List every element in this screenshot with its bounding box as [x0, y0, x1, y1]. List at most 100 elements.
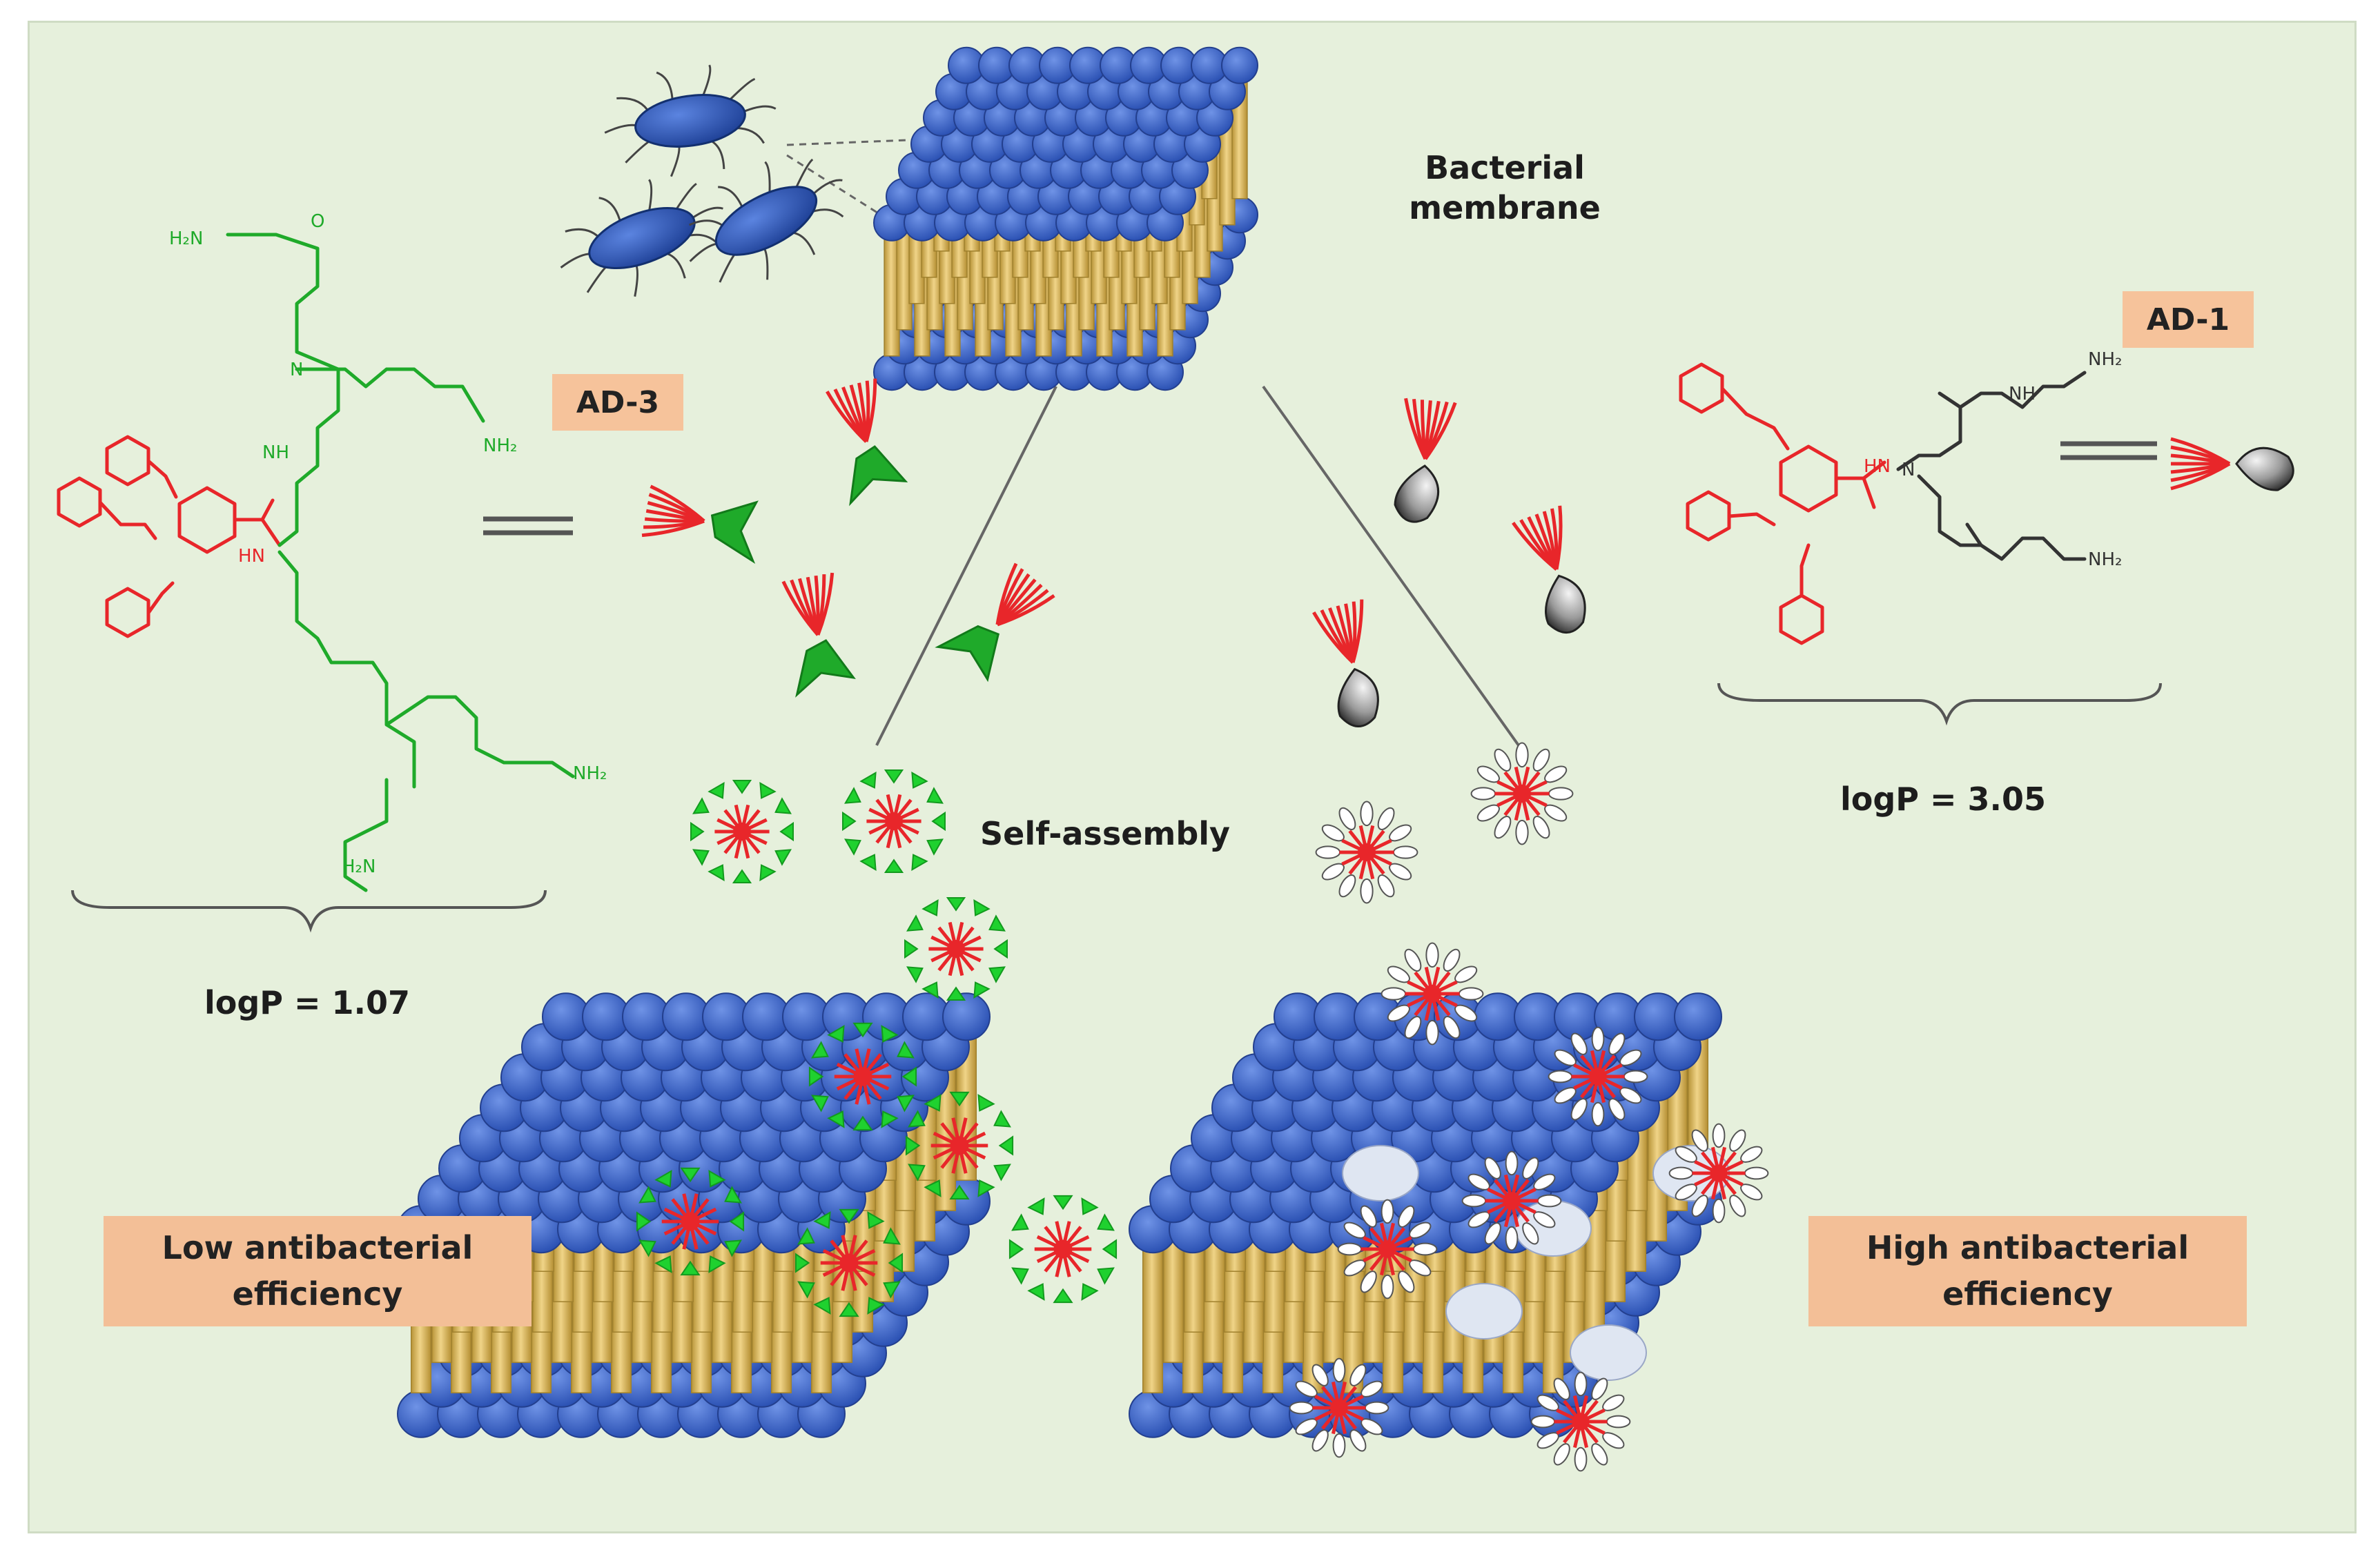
ad1-micelle: [1337, 1199, 1438, 1299]
micelle-headgroup: [1454, 965, 1478, 983]
ad3-atom-n: N: [290, 360, 304, 380]
micelle-headgroup: [1532, 816, 1550, 839]
micelle-headgroup: [690, 821, 705, 842]
micelle-headgroup: [1570, 1032, 1588, 1055]
micelle-headgroup: [926, 787, 944, 804]
hydrophobic-tail: [1512, 522, 1558, 571]
micelle-headgroup: [884, 769, 904, 784]
hydrophobic-tail: [781, 580, 819, 636]
micelle-headgroup: [1606, 1415, 1631, 1429]
micelle-headgroup: [1337, 1242, 1363, 1256]
micelle-headgroup: [1533, 1173, 1556, 1190]
micelle-headgroup: [1081, 1283, 1099, 1301]
micelle-headgroup: [638, 1239, 656, 1257]
micelle-headgroup: [1102, 1239, 1118, 1259]
micelle-core: [839, 1253, 859, 1273]
micelle-headgroup: [827, 1025, 845, 1043]
hydrophobic-tail: [995, 562, 1018, 625]
ad3-micelle: [1008, 1195, 1118, 1304]
ad3-headgroup: [849, 445, 908, 507]
micelle-headgroup: [1392, 845, 1418, 859]
micelle-headgroup: [1360, 801, 1374, 827]
micelle-headgroup: [1570, 1098, 1588, 1121]
ad1-micelle: [1289, 1357, 1389, 1458]
membrane-pore: [1570, 1324, 1647, 1381]
micelle-headgroup: [1409, 1259, 1432, 1277]
ad1-monomer: [1512, 505, 1586, 634]
micelle-headgroup: [1343, 1222, 1366, 1239]
micelle-headgroup: [811, 1041, 829, 1059]
low-efficiency-line2: efficiency: [232, 1275, 403, 1313]
micelle-core: [950, 1136, 969, 1155]
flagellum: [764, 161, 771, 196]
ad3-micelle: [794, 1208, 904, 1317]
ad3-atom-o: O: [311, 211, 325, 232]
micelle-headgroup: [1548, 787, 1574, 801]
braces: [71, 683, 2162, 933]
micelle-headgroup: [1360, 1418, 1383, 1435]
micelle-headgroup: [1494, 748, 1512, 772]
micelle-headgroup: [808, 1066, 824, 1087]
micelle-headgroup: [1364, 1401, 1389, 1415]
micelle-headgroup: [1343, 1259, 1366, 1277]
micelle-headgroup: [883, 1281, 901, 1299]
micelle-core: [853, 1067, 872, 1086]
micelle-headgroup: [908, 1164, 926, 1181]
hydrophobic-tail: [641, 519, 705, 538]
micelle-headgroup: [1398, 1205, 1415, 1228]
micelle-headgroup: [906, 966, 924, 983]
micelle-headgroup: [1591, 1443, 1608, 1466]
micelle-headgroup: [724, 1239, 742, 1257]
bacterium: [689, 158, 844, 283]
micelle-headgroup: [1311, 1364, 1329, 1386]
micelle-headgroup: [1537, 1194, 1562, 1208]
micelle-group: [636, 742, 1769, 1472]
bacterium: [560, 179, 723, 297]
equals-signs: [483, 441, 2157, 536]
micelle-headgroup: [1409, 1222, 1432, 1239]
bacterial-membrane-line2: membrane: [1409, 188, 1601, 226]
micelle-headgroup: [1476, 765, 1500, 783]
micelle-headgroup: [924, 1094, 942, 1112]
micelle-core: [1513, 785, 1531, 803]
micelle-headgroup: [904, 939, 919, 959]
flagellum: [670, 143, 681, 177]
micelle-headgroup: [1321, 824, 1345, 842]
ad1-micelle: [1381, 942, 1484, 1046]
ad1-headgroup: [1394, 464, 1440, 523]
micelle-headgroup: [1377, 807, 1395, 830]
flagellum: [701, 64, 712, 99]
micelle-headgroup: [1668, 1166, 1694, 1180]
ad1-headgroup: [2235, 447, 2294, 491]
micelle-core: [1710, 1164, 1728, 1182]
micelle-headgroup: [1602, 1432, 1625, 1449]
ad3-headgroup: [795, 639, 856, 698]
ad3-monomer: [935, 562, 1055, 683]
micelle-headgroup: [946, 897, 966, 912]
micelle-headgroup: [931, 811, 946, 832]
micelle-headgroup: [1537, 1394, 1559, 1411]
micelle-core: [1503, 1192, 1521, 1210]
micelle-headgroup: [1338, 807, 1356, 830]
ad1-micelle: [1315, 801, 1418, 904]
ad1-atom-n: N: [1902, 460, 1915, 480]
micelle-headgroup: [1544, 765, 1568, 783]
micelle-headgroup: [859, 854, 877, 871]
micelle-headgroup: [827, 1110, 845, 1128]
micelle-headgroup: [1494, 816, 1512, 839]
micelle-headgroup: [654, 1170, 672, 1188]
micelle-headgroup: [1315, 845, 1341, 859]
micelle-headgroup: [852, 1115, 873, 1131]
bacterium-body: [588, 206, 696, 270]
micelle-headgroup: [1027, 1283, 1045, 1301]
micelle-headgroup: [1522, 1222, 1539, 1245]
micelle-headgroup: [1289, 1401, 1314, 1415]
micelle-core: [733, 823, 751, 841]
micelle-headgroup: [1574, 1371, 1588, 1397]
ad3-micelle: [690, 780, 794, 883]
micelle-headgroup: [729, 1211, 745, 1232]
bacteria-group: [560, 64, 844, 297]
micelle-headgroup: [993, 1164, 1011, 1181]
micelle-headgroup: [1097, 1213, 1115, 1231]
